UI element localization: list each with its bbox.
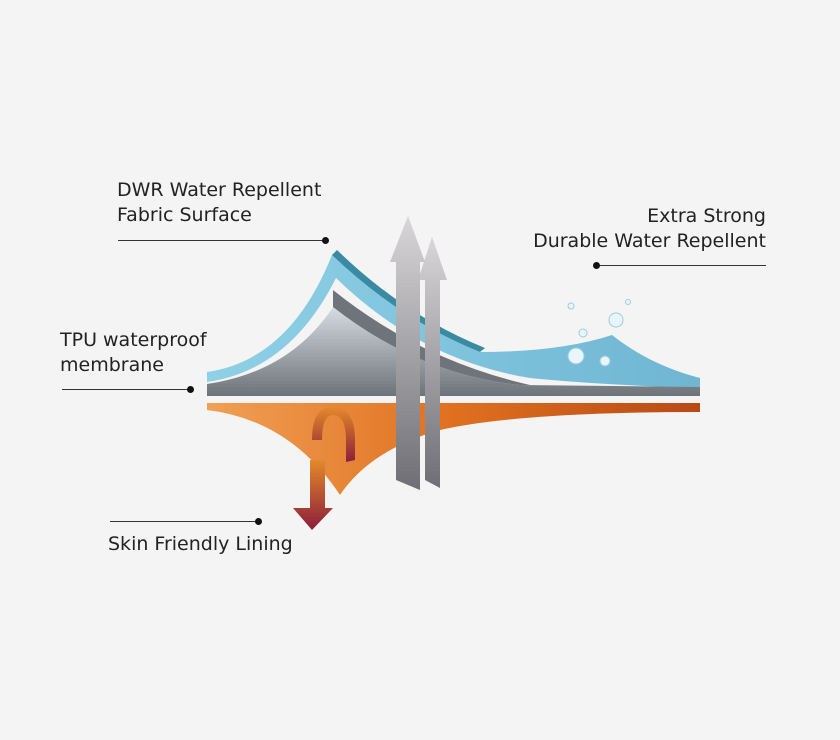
- label-line: Extra Strong: [647, 205, 766, 227]
- label-line: Durable Water Repellent: [533, 230, 766, 252]
- leader-line: [62, 389, 190, 390]
- leader-line: [110, 521, 258, 522]
- leader-dot: [187, 386, 194, 393]
- leader-dot: [322, 237, 329, 244]
- label-line: Skin Friendly Lining: [108, 533, 293, 555]
- vapor-arrow-icon: [390, 216, 425, 490]
- water-droplets-icon: [567, 299, 631, 367]
- leader-dot: [593, 262, 600, 269]
- lining-layer: [207, 403, 700, 495]
- extra-strong-label: Extra Strong Durable Water Repellent: [533, 204, 766, 254]
- lining-label: Skin Friendly Lining: [108, 532, 293, 557]
- tpu-membrane-layer: [207, 307, 700, 396]
- label-line: membrane: [60, 354, 164, 376]
- heat-down-arrow-icon: [293, 460, 333, 530]
- heat-loop-arrow-icon: [312, 407, 355, 462]
- label-line: DWR Water Repellent: [117, 179, 322, 201]
- label-line: Fabric Surface: [117, 204, 252, 226]
- leader-line: [596, 265, 766, 266]
- vapor-arrow-icon: [418, 237, 447, 488]
- leader-line: [118, 240, 325, 241]
- dwr-label: DWR Water Repellent Fabric Surface: [117, 178, 321, 228]
- leader-dot: [255, 518, 262, 525]
- label-line: TPU waterproof: [60, 329, 207, 351]
- tpu-label: TPU waterproof membrane: [60, 328, 207, 378]
